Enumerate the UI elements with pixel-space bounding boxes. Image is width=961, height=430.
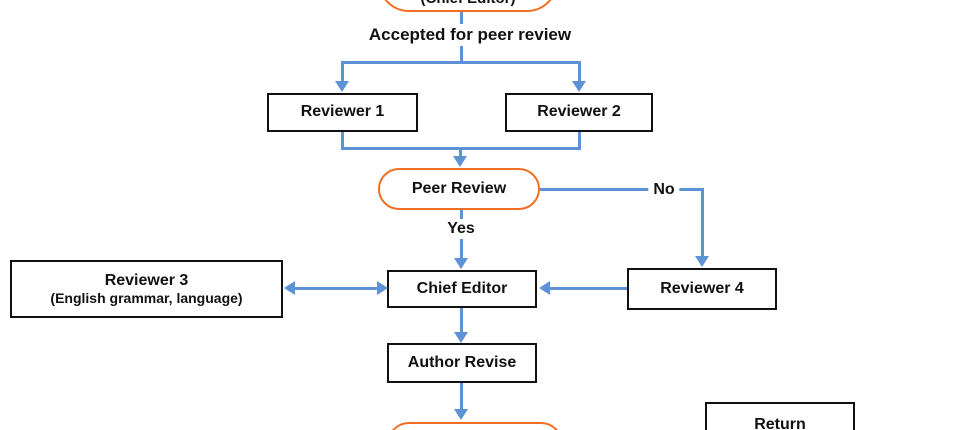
arrowhead-into-chief-editor-left: [377, 281, 388, 295]
arrowhead-to-peer-review: [453, 156, 467, 167]
node-top-chief-editor-label: (Chief Editor): [421, 0, 516, 7]
connector-split-bar: [341, 61, 581, 64]
node-reviewer-4-label: Reviewer 4: [660, 279, 744, 297]
node-reviewer-3-label: Reviewer 3: [104, 271, 189, 289]
edge-label-no: No: [648, 180, 680, 200]
arrowhead-to-reviewer1: [335, 81, 349, 92]
node-peer-review: Peer Review: [378, 168, 540, 210]
arrowhead-to-chief-editor: [454, 258, 468, 269]
node-reviewer-1: Reviewer 1: [267, 93, 418, 132]
connector-author-to-bottom: [460, 383, 463, 409]
node-peer-review-label: Peer Review: [411, 180, 507, 197]
connector-merge-stub: [459, 147, 462, 156]
node-top-chief-editor: (Chief Editor): [378, 0, 558, 12]
connector-reviewer4-to-chief: [550, 287, 627, 290]
node-bottom-stadium: [387, 422, 563, 430]
arrowhead-to-reviewer2: [572, 81, 586, 92]
edge-label-yes: Yes: [442, 219, 480, 239]
connector-merge-right: [578, 132, 581, 150]
connector-split-right-drop: [578, 61, 581, 81]
arrowhead-to-author-revise: [454, 332, 468, 343]
node-reviewer-4: Reviewer 4: [627, 268, 777, 310]
node-chief-editor: Chief Editor: [387, 270, 537, 308]
node-return: Return: [705, 402, 855, 430]
node-reviewer-1-label: Reviewer 1: [300, 103, 385, 121]
arrowhead-into-reviewer3: [284, 281, 295, 295]
arrowhead-into-chief-editor-right: [539, 281, 550, 295]
connector-no-horizontal: [540, 188, 704, 191]
arrowhead-to-reviewer4: [695, 256, 709, 267]
node-author-revise-label: Author Revise: [407, 353, 517, 371]
node-reviewer-2: Reviewer 2: [505, 93, 653, 132]
connector-no-vertical: [701, 188, 704, 256]
connector-split-left-drop: [341, 61, 344, 81]
node-reviewer-2-label: Reviewer 2: [537, 103, 621, 121]
node-return-label: Return: [754, 416, 806, 430]
connector-merge-left: [341, 132, 344, 150]
edge-label-accepted: Accepted for peer review: [363, 24, 577, 46]
arrowhead-to-bottom-stadium: [454, 409, 468, 420]
node-chief-editor-label: Chief Editor: [416, 279, 508, 297]
node-reviewer-3-sublabel: (English grammar, language): [50, 290, 243, 307]
node-author-revise: Author Revise: [387, 343, 537, 383]
node-reviewer-3: Reviewer 3 (English grammar, language): [10, 260, 283, 318]
connector-chief-to-author: [460, 308, 463, 332]
connector-reviewer3-chief: [294, 287, 378, 290]
